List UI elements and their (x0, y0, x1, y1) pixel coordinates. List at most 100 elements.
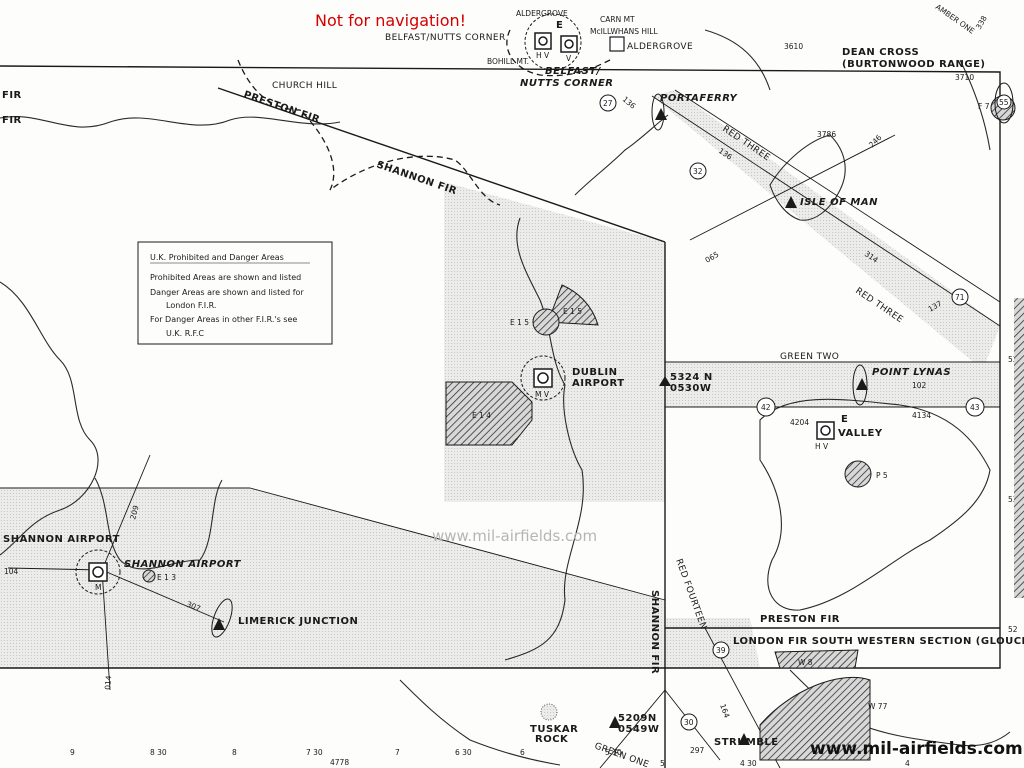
route-55: 55 (999, 98, 1009, 107)
bearing-136-a: 136 (621, 95, 638, 111)
label-dublin: DUBLIN (572, 367, 618, 378)
belfast-airport-symbols (524, 13, 625, 71)
num-4134: 4134 (912, 411, 931, 420)
watermark-corner: www.mil-airfields.com (810, 739, 1023, 759)
legend-line3: London F.I.R. (166, 301, 216, 310)
route-27: 27 (603, 99, 613, 108)
route-30: 30 (684, 718, 694, 727)
legend-line4: For Danger Areas in other F.I.R.'s see (150, 315, 297, 324)
area-w8 (774, 649, 859, 669)
coordinate-labels: 5324 N 0530W 5209N 0549W (618, 372, 713, 735)
label-isle-of-man: ISLE OF MAN (800, 197, 878, 208)
label-carn-mt: CARN MT (600, 15, 635, 24)
dublin-airport-symbol (520, 355, 566, 401)
tick-52: 52 (1008, 625, 1018, 634)
watermark-center: www.mil-airfields.com (432, 527, 597, 545)
label-f7: F 7 (978, 102, 990, 111)
route-32: 32 (693, 167, 703, 176)
letter-mv-dublin: M V (535, 390, 550, 399)
tick-8: 8 (232, 748, 237, 757)
right-border-strip (1014, 298, 1024, 598)
label-burtonwood: (BURTONWOOD RANGE) (842, 59, 986, 70)
label-shannon-fir-vertical: SHANNON FIR (649, 590, 660, 674)
label-rock: ROCK (535, 734, 569, 745)
route-42: 42 (761, 403, 771, 412)
label-limerick-junction: LIMERICK JUNCTION (238, 616, 358, 627)
tuskar-rock-light-symbol (540, 703, 558, 721)
label-e15-b: E 1 5 (510, 318, 529, 327)
tick-6: 6 (520, 748, 525, 757)
num-4204: 4204 (790, 418, 809, 427)
num-3610: 3610 (784, 42, 803, 51)
label-belfast-nutts-top: BELFAST/NUTTS CORNER (385, 33, 506, 43)
navaid-symbols (75, 13, 1014, 745)
route-number-badges (599, 94, 1012, 731)
letter-e-valley: E (841, 414, 848, 425)
tick-53a: 53 (1008, 355, 1018, 364)
fir-boundaries (0, 29, 1001, 768)
label-aldergrove: ALDERGROVE (627, 42, 693, 52)
route-43: 43 (970, 403, 980, 412)
area-e14 (445, 381, 533, 446)
tick-4: 4 (905, 759, 910, 768)
label-church-hill: CHURCH HILL (272, 81, 337, 91)
legend-line1: Prohibited Areas are shown and listed (150, 273, 301, 282)
coastlines (0, 29, 1011, 766)
label-preston-fir-south: PRESTON FIR (760, 614, 840, 625)
label-aldergrove-small: ALDERGROVE (516, 9, 568, 18)
label-dublin-airport: AIRPORT (572, 378, 625, 389)
label-strumble: STRUMBLE (714, 737, 779, 748)
label-bohill-mt: BOHILL MT. (487, 57, 529, 66)
route-39: 39 (716, 646, 726, 655)
label-e13: E 1 3 (157, 573, 176, 582)
legend-box: U.K. Prohibited and Danger Areas Prohibi… (137, 241, 333, 345)
tick-8-30: 8 30 (150, 748, 167, 757)
tick-7-30: 7 30 (306, 748, 323, 757)
not-for-navigation-warning: Not for navigation! (315, 11, 466, 30)
tick-5: 5 (660, 759, 665, 768)
label-p5: P 5 (876, 471, 888, 480)
reporting-points (211, 82, 1014, 745)
legend-title: U.K. Prohibited and Danger Areas (150, 253, 284, 262)
coord-pt1-n: 5324 N (670, 372, 713, 383)
bearing-297: 297 (690, 746, 705, 755)
label-green-two: GREEN TWO (780, 352, 839, 362)
letter-e-belfast: E (556, 20, 563, 31)
label-dean-cross: DEAN CROSS (842, 47, 919, 58)
shannon-airport-symbol (75, 549, 121, 595)
label-mcillwhans-hill: McILLWHANS HILL (590, 27, 658, 36)
num-4778: 4778 (330, 758, 349, 767)
tick-5-30: 5 30 (605, 748, 622, 757)
tick-9: 9 (70, 748, 75, 757)
bearing-104: 104 (4, 567, 19, 576)
label-london-fir: LONDON FIR SOUTH WESTERN SECTION (GLOUCE… (733, 636, 1024, 647)
area-e15-sector (547, 284, 599, 326)
letter-m-shannon: M (95, 583, 101, 592)
area-p5 (844, 460, 872, 488)
area-labels: E 1 5 E 1 5 E 1 4 E 1 3 P 5 W 8 W 77 F 7 (157, 102, 990, 711)
label-portaferry: PORTAFERRY (660, 93, 739, 104)
border-ticks: 9 8 30 8 7 30 7 6 30 6 5 30 5 4 30 4 53 … (70, 355, 1018, 768)
bearing-209: 209 (128, 504, 140, 520)
legend-line2: Danger Areas are shown and listed for (150, 288, 304, 297)
area-e15-circle (532, 308, 560, 336)
label-nutts-corner: NUTTS CORNER (520, 78, 614, 89)
label-shannon-fir: SHANNON FIR (375, 159, 458, 197)
tick-6-30: 6 30 (455, 748, 472, 757)
area-w77 (759, 676, 871, 761)
place-labels: BELFAST/NUTTS CORNER ALDERGROVE CARN MT … (3, 9, 986, 748)
bearing-014: 014 (103, 675, 113, 690)
label-fir-left-mid: FIR (2, 115, 22, 126)
danger-areas (142, 95, 1016, 761)
num-3710: 3710 (955, 73, 974, 82)
tick-7: 7 (395, 748, 400, 757)
label-amber-one: AMBER ONE (934, 2, 977, 36)
bearing-102: 102 (912, 381, 927, 390)
airway-outlines (0, 89, 1001, 768)
bearing-246: 246 (867, 133, 884, 150)
coord-pt1-w: 0530W (670, 383, 711, 394)
label-belfast: BELFAST/ (545, 66, 602, 77)
label-fir-left-top: FIR (2, 90, 22, 101)
tick-4-30: 4 30 (740, 759, 757, 768)
label-shannon-airport-a: SHANNON AIRPORT (3, 534, 120, 545)
